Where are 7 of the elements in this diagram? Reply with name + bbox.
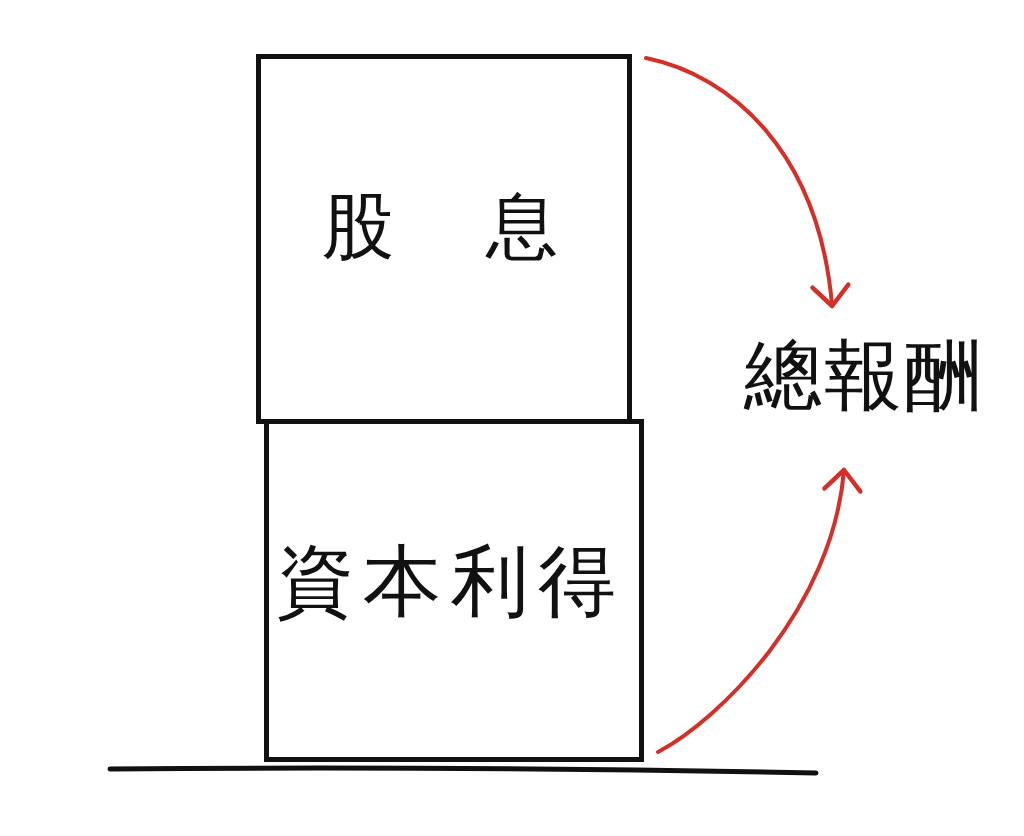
- segment-label: 股息: [322, 190, 558, 262]
- arrow: [644, 56, 850, 309]
- segment-label: 資本利得: [276, 542, 616, 620]
- total-label: 總報酬: [744, 336, 982, 414]
- bar-segment: [256, 54, 632, 424]
- bar-segment: [264, 419, 644, 762]
- arrow: [656, 467, 862, 754]
